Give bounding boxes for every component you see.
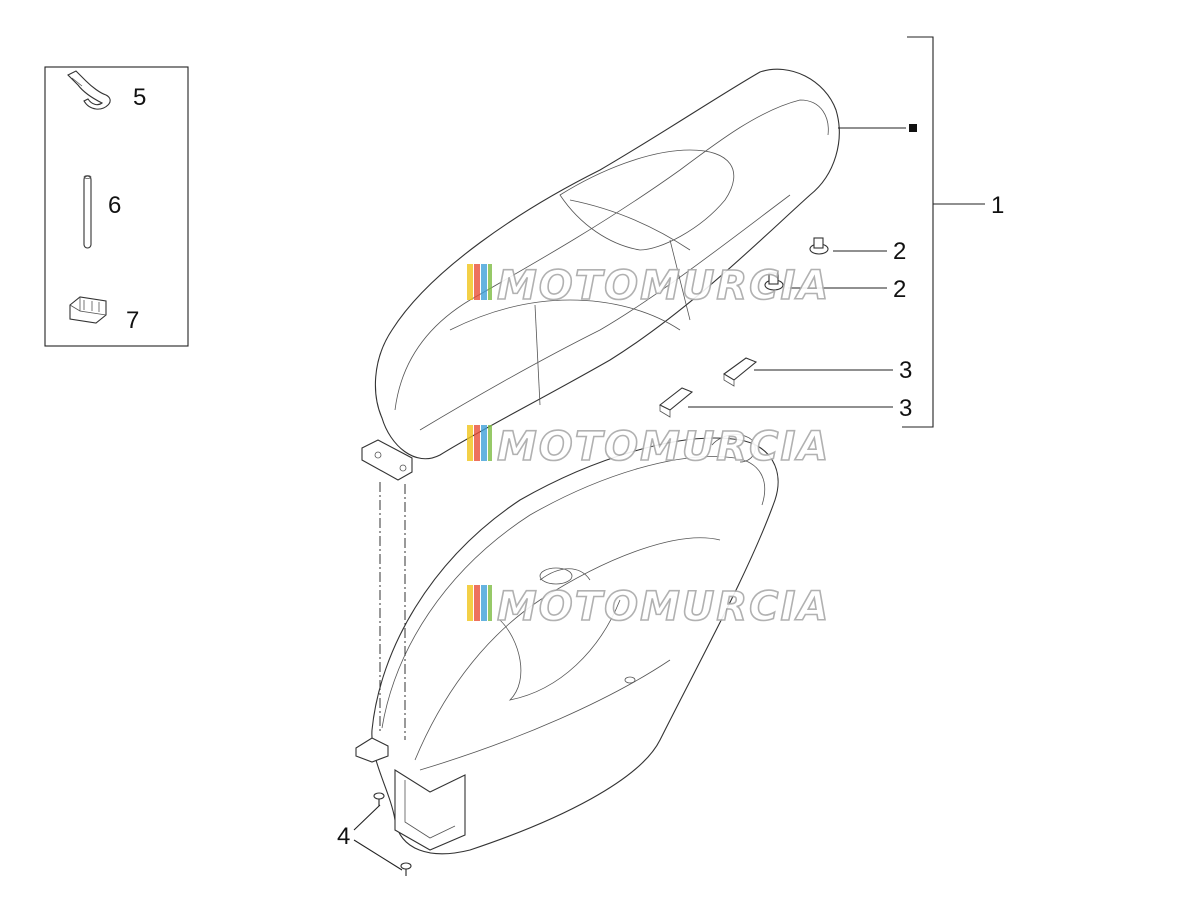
screw-icon [400, 862, 412, 876]
rubber-buffer-upper: 2 [809, 237, 906, 265]
screw-icon [373, 792, 385, 806]
black-square-icon [909, 124, 917, 132]
pad-lower: 3 [658, 387, 912, 422]
callout-2b: 2 [893, 276, 906, 303]
callout-4: 4 [337, 823, 350, 850]
callout-2a: 2 [893, 238, 906, 265]
pad-upper: 3 [723, 357, 912, 387]
callout-5: 5 [133, 84, 146, 111]
watermark-logo [467, 425, 492, 461]
screws: 4 [337, 792, 412, 876]
callout-6: 6 [108, 192, 121, 219]
callout-3a: 3 [899, 357, 912, 384]
rubber-buffer-lower: 2 [764, 272, 906, 303]
watermark: MOTOMURCIA MOTOMURCIA MOTOMURCIA [467, 262, 830, 631]
callout-1: 1 [991, 192, 1004, 219]
callout-3b: 3 [899, 395, 912, 422]
callout-7: 7 [126, 307, 139, 334]
watermark-text: MOTOMURCIA [497, 424, 830, 470]
rod-icon [83, 175, 92, 249]
hook-icon [67, 70, 111, 110]
helmet-compartment [355, 434, 779, 855]
watermark-text: MOTOMURCIA [497, 263, 830, 309]
alignment-lines [379, 482, 406, 740]
watermark-logo [467, 264, 492, 300]
watermark-text: MOTOMURCIA [497, 584, 830, 630]
clip-icon [69, 296, 107, 324]
seat [361, 68, 917, 481]
watermark-logo [467, 585, 492, 621]
group-bracket: 1 [902, 36, 1004, 428]
accessory-box: 5 6 7 [44, 66, 189, 347]
